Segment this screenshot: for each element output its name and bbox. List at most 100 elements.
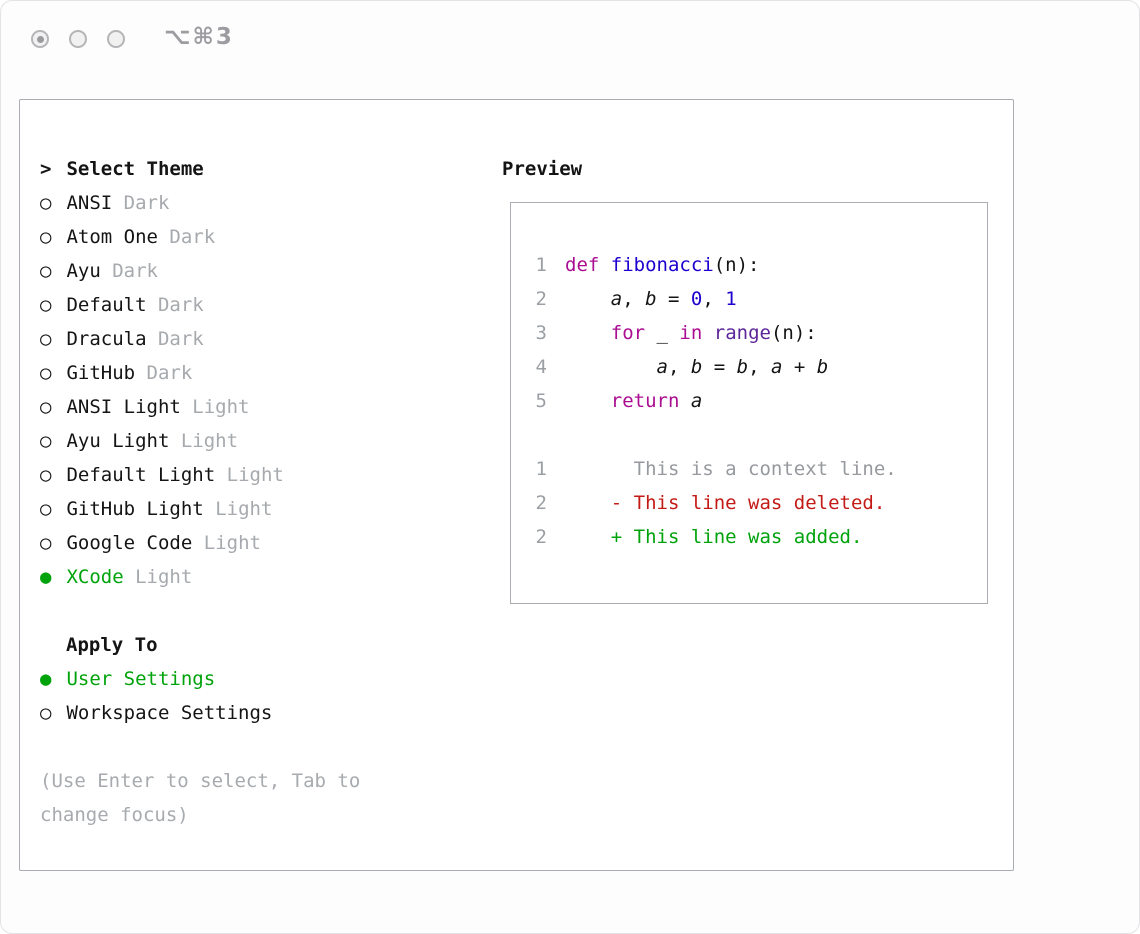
theme-variant-tag: Dark (157, 294, 204, 316)
theme-option-ayu-light[interactable]: ○ Ayu Light Light (40, 424, 420, 458)
theme-name: Default (66, 294, 147, 316)
theme-option-github-dark[interactable]: ○ GitHub Dark (40, 356, 420, 390)
radio-unselected-icon: ○ (40, 260, 52, 282)
line-number: 2 (535, 492, 547, 514)
theme-name: Google Code (66, 532, 193, 554)
theme-variant-tag: Light (226, 464, 284, 486)
code-token (565, 390, 611, 412)
theme-option-github-light[interactable]: ○ GitHub Light Light (40, 492, 420, 526)
code-token: b (736, 356, 749, 378)
diff-added-line: 2 + This line was added. (533, 520, 971, 554)
code-token (565, 288, 611, 310)
theme-settings-panel: > Select Theme ○ ANSI Dark ○ Atom One Da… (19, 99, 1014, 871)
code-token (565, 322, 611, 344)
diff-context-text: This is a context line. (565, 458, 897, 480)
code-token: = (656, 288, 691, 310)
line-number: 2 (535, 288, 547, 310)
theme-option-dracula-dark[interactable]: ○ Dracula Dark (40, 322, 420, 356)
radio-unselected-icon: ○ (40, 498, 52, 520)
theme-name: GitHub Light (66, 498, 204, 520)
code-line-2: 2 a, b = 0, 1 (533, 282, 971, 316)
radio-selected-icon: ● (40, 566, 52, 588)
theme-option-atom-one-dark[interactable]: ○ Atom One Dark (40, 220, 420, 254)
window-button-close[interactable] (31, 30, 49, 48)
radio-unselected-icon: ○ (40, 396, 52, 418)
theme-variant-tag: Dark (169, 226, 216, 248)
apply-to-title: Apply To (66, 634, 158, 656)
code-token: fibonacci (610, 254, 714, 276)
code-token: for (610, 322, 646, 344)
theme-option-xcode[interactable]: ● XCode Light (40, 560, 420, 594)
code-token: , (667, 356, 691, 378)
theme-name: Ayu Light (66, 430, 170, 452)
theme-option-ayu-dark[interactable]: ○ Ayu Dark (40, 254, 420, 288)
code-token: b (816, 356, 829, 378)
code-line-3: 3 for _ in range(n): (533, 316, 971, 350)
code-token: _ (645, 322, 680, 344)
theme-name: ANSI (66, 192, 113, 214)
theme-name: Ayu (66, 260, 101, 282)
line-number: 5 (535, 390, 547, 412)
radio-unselected-icon: ○ (40, 362, 52, 384)
code-token (565, 356, 657, 378)
theme-variant-tag: Dark (112, 260, 158, 282)
code-token: range (713, 322, 771, 344)
preview-title: Preview (502, 158, 583, 180)
theme-variant-tag: Light (135, 566, 193, 588)
code-token: b (645, 288, 657, 310)
diff-context-line: 1 This is a context line. (533, 452, 971, 486)
apply-option-workspace-settings[interactable]: ○ Workspace Settings (40, 696, 420, 730)
diff-deleted-line: 2 - This line was deleted. (533, 486, 971, 520)
radio-unselected-icon: ○ (40, 192, 52, 214)
theme-option-ansi-dark[interactable]: ○ ANSI Dark (40, 186, 420, 220)
radio-unselected-icon: ○ (40, 226, 52, 248)
section-title: Select Theme (66, 158, 204, 180)
diff-added-text: + This line was added. (565, 526, 863, 548)
hint-text: (Use Enter to select, Tab to change focu… (40, 770, 361, 826)
active-window-dot-icon (36, 35, 44, 43)
code-token: + (782, 356, 817, 378)
window-shortcut-label: ⌥⌘3 (164, 24, 234, 50)
code-token: a (770, 356, 783, 378)
code-token: (n): (713, 254, 760, 276)
theme-variant-tag: Dark (146, 362, 193, 384)
window-button-maximize[interactable] (107, 30, 125, 48)
radio-selected-icon: ● (40, 668, 52, 690)
theme-name: Dracula (66, 328, 147, 350)
theme-option-ansi-light[interactable]: ○ ANSI Light Light (40, 390, 420, 424)
code-token: 0 (690, 288, 703, 310)
code-token: a (610, 288, 623, 310)
theme-option-google-code[interactable]: ○ Google Code Light (40, 526, 420, 560)
code-token (679, 390, 690, 412)
apply-option-user-settings[interactable]: ● User Settings (40, 662, 420, 696)
spacer (533, 418, 971, 452)
code-line-4: 4 a, b = b, a + b (533, 350, 971, 384)
line-number: 1 (535, 458, 547, 480)
window-button-minimize[interactable] (69, 30, 87, 48)
code-token: (n): (770, 322, 817, 344)
code-token: return (610, 390, 680, 412)
radio-unselected-icon: ○ (40, 430, 52, 452)
radio-unselected-icon: ○ (40, 328, 52, 350)
theme-option-default-light[interactable]: ○ Default Light Light (40, 458, 420, 492)
apply-option-label: Workspace Settings (66, 702, 273, 724)
theme-variant-tag: Dark (123, 192, 170, 214)
code-token: def (565, 254, 611, 276)
code-token: , (702, 288, 726, 310)
radio-unselected-icon: ○ (40, 464, 52, 486)
theme-name: GitHub (66, 362, 136, 384)
code-token: , (748, 356, 771, 378)
theme-variant-tag: Light (192, 396, 250, 418)
theme-selector: > Select Theme ○ ANSI Dark ○ Atom One Da… (40, 152, 420, 832)
code-token: in (679, 322, 703, 344)
apply-option-label: User Settings (66, 668, 216, 690)
line-number: 2 (535, 526, 547, 548)
theme-variant-tag: Light (180, 430, 239, 452)
code-token (702, 322, 713, 344)
code-token: a (690, 390, 703, 412)
theme-option-default-dark[interactable]: ○ Default Dark (40, 288, 420, 322)
theme-name: XCode (66, 566, 124, 588)
